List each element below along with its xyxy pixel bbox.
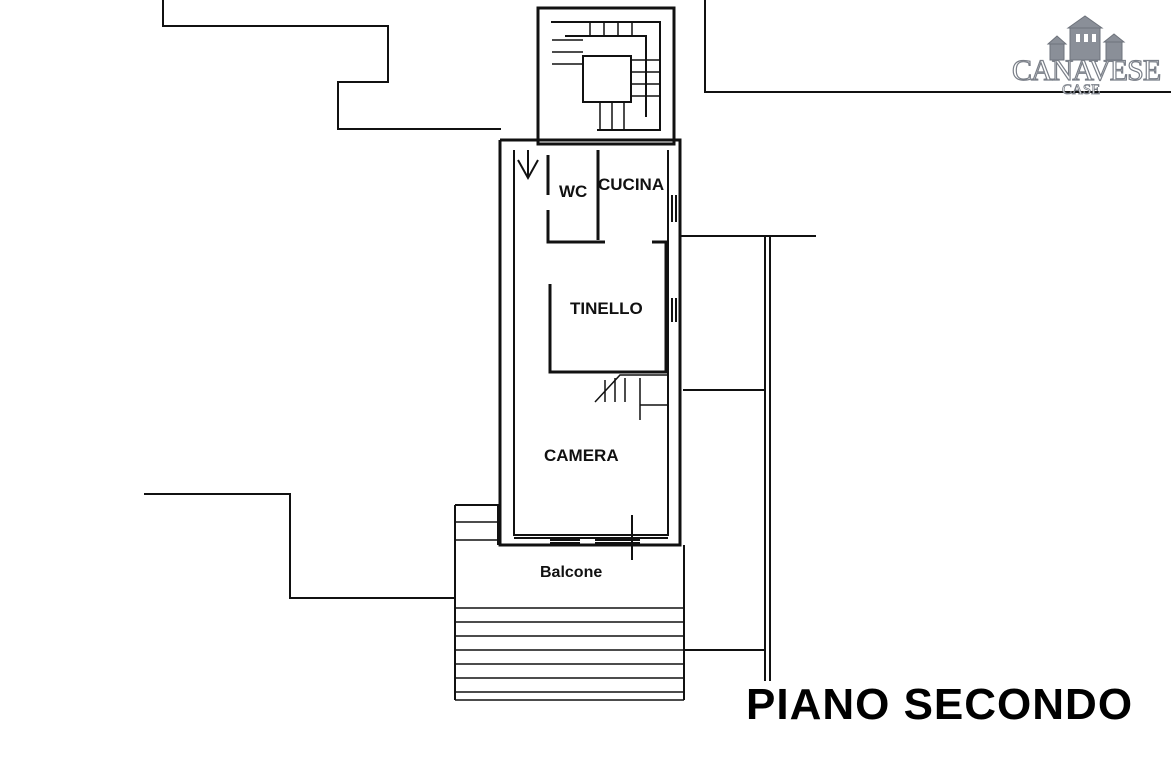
stair-inner-2 bbox=[565, 35, 647, 117]
room-label-tinello: TINELLO bbox=[570, 299, 643, 318]
stair-treads bbox=[552, 22, 660, 130]
internal-stair bbox=[594, 374, 668, 420]
stair-well bbox=[582, 55, 632, 103]
room-label-wc: WC bbox=[559, 182, 588, 201]
balcony-outline bbox=[455, 504, 499, 545]
apartment-outer-wall bbox=[498, 138, 682, 547]
wall-tinello bbox=[548, 284, 668, 374]
windows bbox=[550, 195, 677, 560]
wall-wc-bottom bbox=[546, 210, 605, 244]
room-label-camera: CAMERA bbox=[544, 446, 619, 465]
houses-icon bbox=[1046, 15, 1126, 61]
terrace-lines bbox=[455, 521, 684, 701]
room-label-cucina: CUCINA bbox=[598, 175, 665, 194]
neighbor-outline-left-bottom bbox=[144, 493, 456, 599]
floor-title: PIANO SECONDO bbox=[746, 680, 1134, 729]
logo-sub: CASE bbox=[1062, 82, 1101, 99]
neighbor-outline-top-left bbox=[162, 0, 501, 130]
logo-name: CANAVESE bbox=[1011, 53, 1161, 87]
room-label-balcone: Balcone bbox=[540, 564, 603, 581]
apartment-inner-wall bbox=[513, 150, 669, 536]
stair-inner bbox=[551, 21, 661, 131]
stair-tower bbox=[536, 6, 676, 146]
entrance-arrow bbox=[517, 150, 539, 181]
neighbor-outline-top-right bbox=[704, 0, 1171, 93]
agency-logo: CANAVESE CASE bbox=[1010, 14, 1162, 100]
